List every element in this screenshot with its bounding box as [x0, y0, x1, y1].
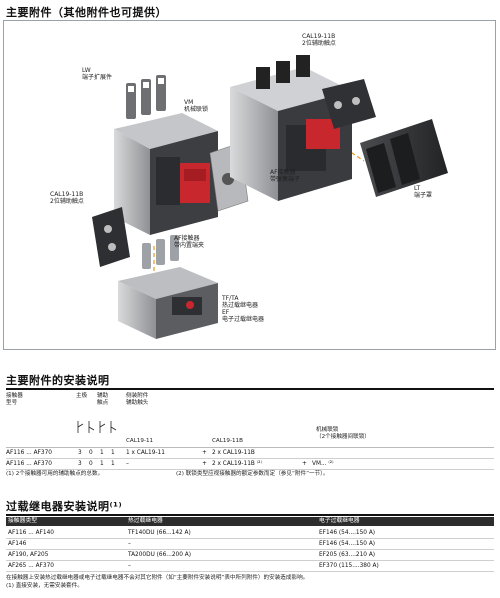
- lw-terminal-extensions: [126, 75, 166, 119]
- install-note-1: (1) 2个接触器可用的辅助触点的总数。: [6, 471, 104, 477]
- install-row: AF116 ... AF370 3 0 1 1 – + 2 x CAL19-11…: [6, 461, 334, 467]
- af-contactor-left: [114, 113, 218, 235]
- relay-table-top-rule: [6, 514, 494, 516]
- relay-note-main: 在接触器上安装热过载继电器或电子过载继电器不会对其它附件（如“主要附件安装说明”…: [6, 575, 309, 581]
- col-main-poles: 主极: [76, 393, 88, 399]
- relay-col-thermal: 热过载继电器: [128, 518, 163, 524]
- col-contactor-1: 接触器: [6, 393, 23, 399]
- relay-section-title: 过载继电器安装说明⁽¹⁾: [6, 500, 123, 513]
- row-separator: [6, 538, 494, 539]
- af-box-label: AF接触器带内置端夹: [174, 235, 205, 249]
- install-section-title: 主要附件的安装说明: [6, 374, 110, 387]
- relay-row: AF265 ... AF370 – EF370 (115....380 A): [8, 563, 379, 569]
- exploded-view-illustration: [92, 55, 448, 339]
- sub-cal1911: CAL19-11: [126, 438, 154, 444]
- relay-col-electronic: 电子过载继电器: [319, 518, 360, 524]
- relay-col-contactor: 接触器类型: [8, 518, 37, 524]
- col-side-2: 辅助触头: [126, 400, 149, 406]
- cal19-11b-top: [322, 79, 376, 129]
- row-separator: [6, 549, 494, 550]
- install-note-2: (2) 联锁类型应视接触器的额定参数而定（参见“附件”一节）。: [176, 471, 329, 477]
- col-mech-1: 机械联锁: [316, 427, 339, 433]
- lt-terminal-cover: [360, 119, 448, 197]
- af-spring-label: AF接触器带弹簧端子: [270, 169, 301, 183]
- install-table-top-rule: [6, 388, 494, 390]
- install-row: AF116 ... AF370 3 0 1 1 1 x CAL19-11 + 2…: [6, 450, 255, 456]
- overload-relay: [118, 267, 218, 339]
- install-header-rule: [6, 447, 494, 448]
- col-contactor-2: 型号: [6, 400, 18, 406]
- relay-row: AF116 ... AF140 TF140DU (66...142 A) EF1…: [8, 530, 376, 536]
- row-separator: [6, 458, 494, 459]
- row-separator: [6, 560, 494, 561]
- col-side-1: 侧装附件: [126, 393, 149, 399]
- af-contactor-right: [230, 55, 352, 201]
- contact-symbols: [77, 421, 117, 433]
- sub-cal1911b: CAL19-11B: [212, 438, 243, 444]
- col-aux-1: 辅助: [97, 393, 109, 399]
- relay-table-header: 接触器类型 热过载继电器 电子过载继电器: [6, 517, 494, 526]
- col-aux-2: 触点: [97, 400, 109, 406]
- relay-row: AF146 – EF146 (54....150 A): [8, 541, 376, 547]
- relay-row: AF190, AF205 TA200DU (66...200 A) EF205 …: [8, 552, 376, 558]
- relay-note-1: (1) 直接安装，无需安装套件。: [6, 583, 83, 589]
- row-separator: [6, 571, 494, 572]
- cal19-11b-left: [92, 207, 130, 267]
- af-box-terminals: [142, 235, 179, 269]
- row-separator: [6, 469, 494, 470]
- main-accessories-title: 主要附件（其他附件也可提供）: [6, 6, 167, 19]
- col-mech-2: （2个接触器间联锁）: [316, 434, 370, 440]
